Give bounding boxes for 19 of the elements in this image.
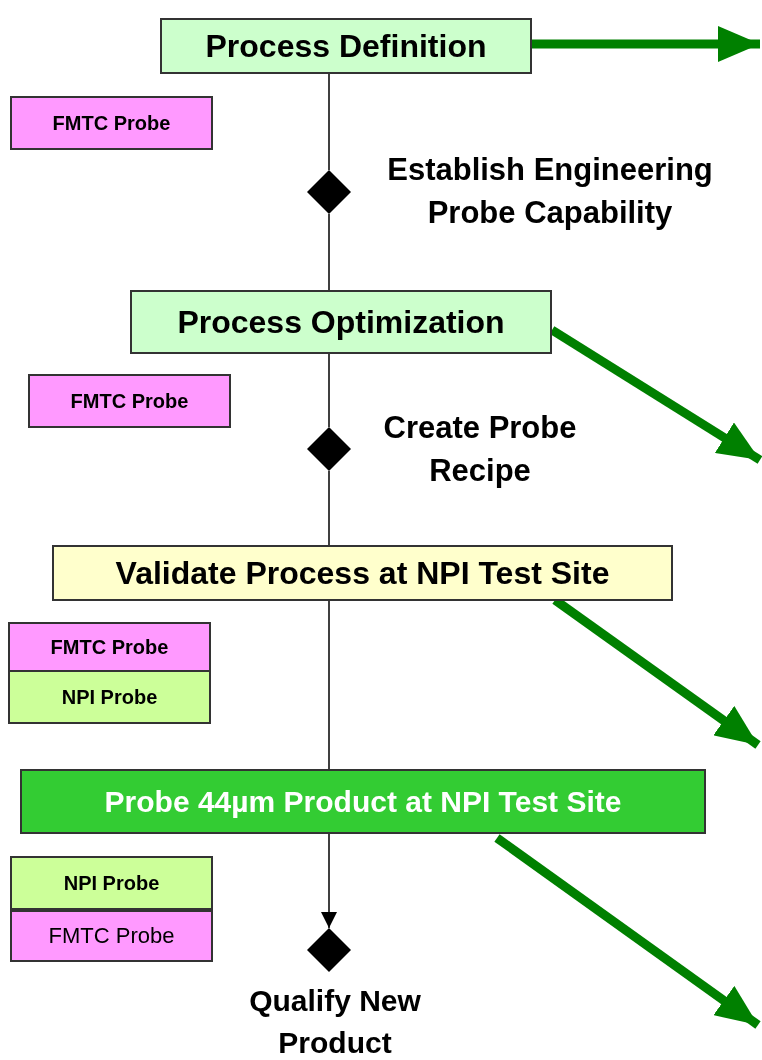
process-box: FMTC Probe bbox=[10, 910, 213, 962]
process-box: FMTC Probe bbox=[8, 622, 211, 672]
step-label: Qualify New Product bbox=[248, 983, 422, 1060]
process-box: Process Optimization bbox=[130, 290, 552, 354]
process-box: Process Definition bbox=[160, 18, 532, 74]
arrow bbox=[532, 26, 760, 62]
process-box: FMTC Probe bbox=[28, 374, 231, 428]
decision-diamond bbox=[307, 928, 351, 972]
arrow bbox=[494, 834, 761, 1029]
step-label: Establish Engineering Probe Capability bbox=[386, 151, 714, 233]
process-box: Validate Process at NPI Test Site bbox=[52, 545, 673, 601]
step-label: Create Probe Recipe bbox=[382, 409, 578, 491]
arrow bbox=[321, 833, 337, 929]
process-box: NPI Probe bbox=[10, 856, 213, 910]
process-box: FMTC Probe bbox=[10, 96, 213, 150]
process-box: Probe 44µm Product at NPI Test Site bbox=[20, 769, 706, 834]
process-box: NPI Probe bbox=[8, 670, 211, 724]
decision-diamond bbox=[307, 427, 351, 471]
decision-diamond bbox=[307, 170, 351, 214]
